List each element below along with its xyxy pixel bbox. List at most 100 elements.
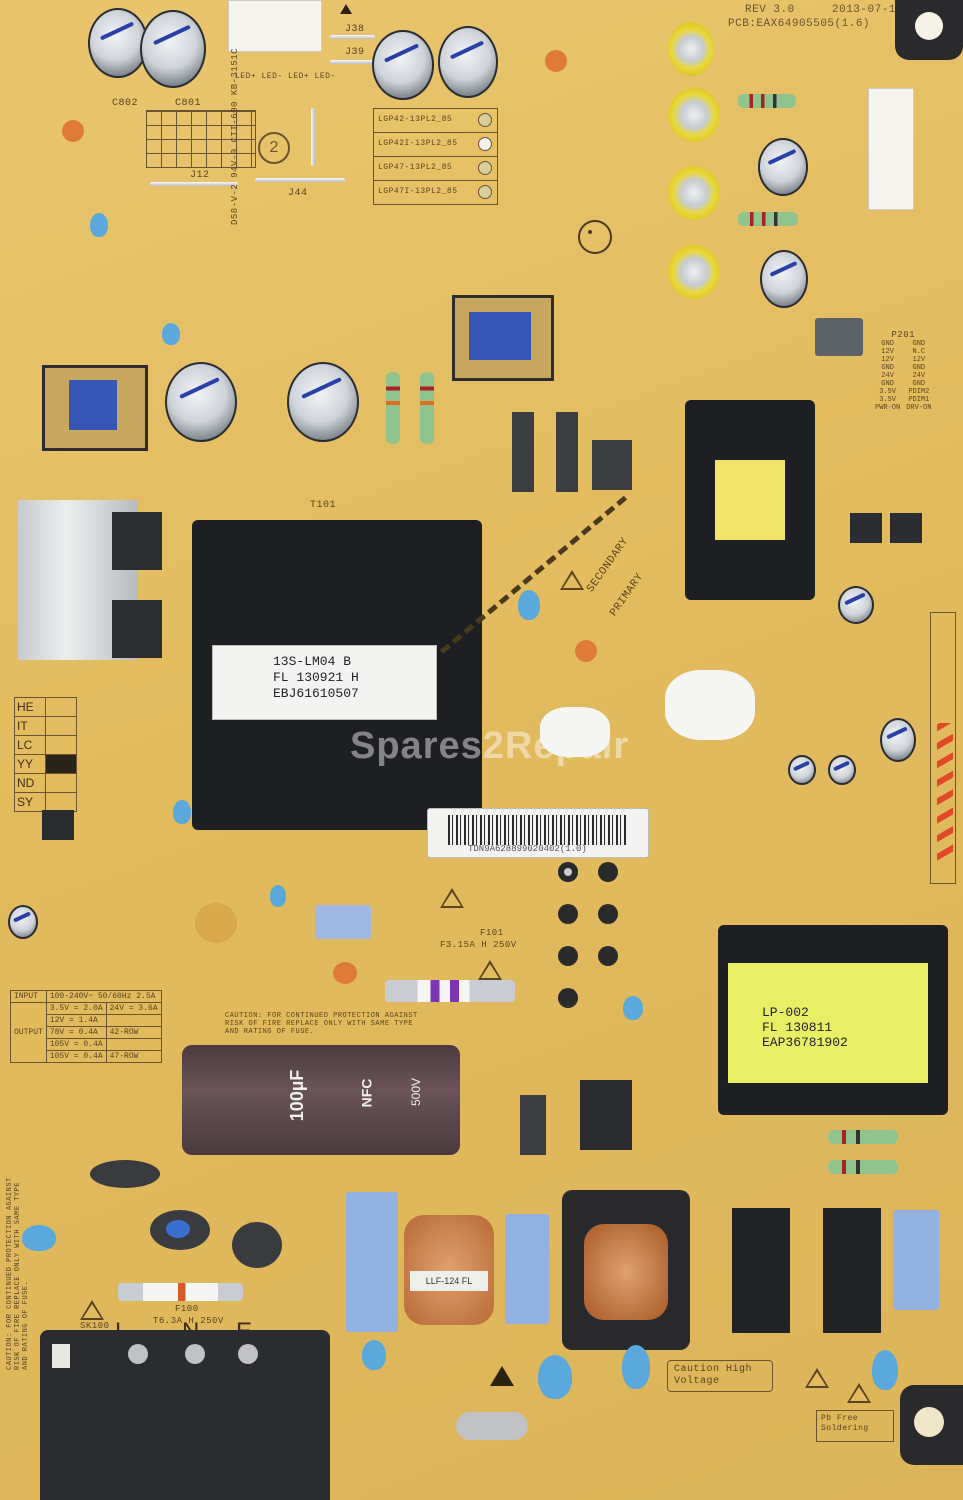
capacitor-c114 [315,905,371,939]
capacitor-c202 [758,138,808,196]
circle-2-marking: 2 [258,132,290,164]
capacitor-top-middle-right [438,26,498,98]
choke-lf102 [562,1190,690,1350]
capacitor-c258 [287,362,359,442]
side-code-grid [930,612,956,884]
fuse-f101-rating: F3.15A H 250V [440,940,517,950]
pcb-date: 2013-07-19 [832,4,904,16]
transistor-d252 [112,512,162,570]
capacitor-cx102 [505,1214,549,1324]
bulk-cap-value: 100µF [287,1069,308,1122]
fuse-f101 [385,980,515,1002]
bridge-sd101 [732,1208,790,1333]
region-code-table: HE IT LC YY ND SY [14,697,77,812]
model-jumper-pad-4 [478,185,492,199]
fuse-f100 [118,1283,243,1301]
capacitor-c505 [880,718,916,762]
ground-ring-terminal [456,1412,528,1440]
input-label: INPUT [10,990,47,1003]
transistor-d253 [112,600,162,658]
region-code: LC [14,735,46,755]
transformer-l801 [42,365,148,451]
fuse-f100-rating: T6.3A H 250V [153,1316,224,1326]
connector-led-output [228,0,322,52]
led-transformer-label: LP-002 FL 130811 EAP36781902 [762,1005,848,1050]
barcode-bars [448,815,628,845]
high-voltage-caution-box: Caution High Voltage [667,1360,773,1392]
high-voltage-warning-icon [440,888,464,908]
choke-label: LLF-124 FL [410,1271,488,1291]
capacitor-c113 [173,800,191,824]
mounting-hole-bottom-right [900,1385,963,1465]
fuse-f101-ref: F101 [480,928,504,938]
thermistor-th101 [232,1222,282,1268]
jumper-j38 [330,35,375,39]
capacitor-top-middle-left [372,30,434,100]
pcb-revision: REV 3.0 [745,4,795,16]
diode-d602 [520,1095,546,1155]
capacitor-c601 [893,1210,939,1310]
varistor-top [90,1160,160,1188]
connector-pin-grid [146,110,256,168]
region-code: IT [14,716,46,736]
input-rating: 100-240V~ 50/60Hz 2.5A [45,990,162,1003]
capacitor-c201 [760,250,808,308]
ic-ic102 [42,810,74,840]
jumper-j12 [150,182,238,186]
pb-free-text: Pb Free Soldering [821,1414,869,1433]
capacitor-c508 [828,755,856,785]
transformer-label-line2: FL 130921 H [273,670,359,685]
choke-lf101: LLF-124 FL [404,1215,494,1325]
jumper-j39 [330,60,375,64]
capacitor-c257 [165,362,237,442]
jumper-j42 [311,108,315,166]
fuse-f100-ref: F100 [175,1304,199,1314]
resistor-r252 [738,212,798,226]
high-voltage-warning-icon [560,570,584,590]
led-label-line1: LP-002 [762,1005,809,1020]
capacitor-ceramic-tan [195,903,237,943]
capacitor-c802 [88,8,148,78]
pcb-part-number: PCB:EAX64905505(1.6) [728,18,871,30]
orientation-arrow-icon [340,4,352,14]
capacitor-x-left [346,1192,398,1332]
capacitor-orange-lb103 [333,962,357,984]
led-label-line2: FL 130811 [762,1020,833,1035]
led-label-line3: EAP36781902 [762,1035,848,1050]
region-code: HE [14,697,46,717]
capacitor-blue-y [22,1225,56,1251]
capacitor-orange-lb802 [545,50,567,72]
primary-label: PRIMARY [608,571,647,619]
capacitor-c118 [270,885,286,907]
model-option-2: LGP42I-13PL2_85 [378,139,458,148]
transformer-led [718,925,948,1115]
output-label: OUTPUT [10,1002,47,1063]
capacitor-yellow-2 [668,88,720,142]
component-d251 [592,440,632,490]
resistor-r602 [828,1130,898,1144]
region-code: ND [14,773,46,793]
capacitor-cy101 [538,1355,572,1399]
ic-ic502 [850,513,882,543]
model-option-1: LGP42-13PL2_85 [378,115,453,124]
capacitor-c614 [623,996,643,1020]
glue-blob-left [540,707,610,757]
resistor-r253 [738,94,796,108]
connector-j201 [868,88,914,210]
high-voltage-warning-icon [478,960,502,980]
capacitor-blue-y [362,1340,386,1370]
region-code: YY [14,754,46,774]
secondary-label: SECONDARY [585,535,632,595]
model-option-3: LGP47-13PL2_85 [378,163,453,172]
bulk-capacitor: 100µF NFC 500V [182,1045,460,1155]
safety-rating-marks: D58-V-2 94V-0 CTI-600 KB-3151C [230,47,240,225]
test-pad-grid [558,862,628,1022]
transistor-d201 [815,318,863,356]
capacitor-orange-lb105 [575,640,597,662]
lg-logo-icon [578,220,612,254]
bridge-sd201 [823,1208,881,1333]
bulk-cap-voltage: 500V [409,1077,424,1107]
